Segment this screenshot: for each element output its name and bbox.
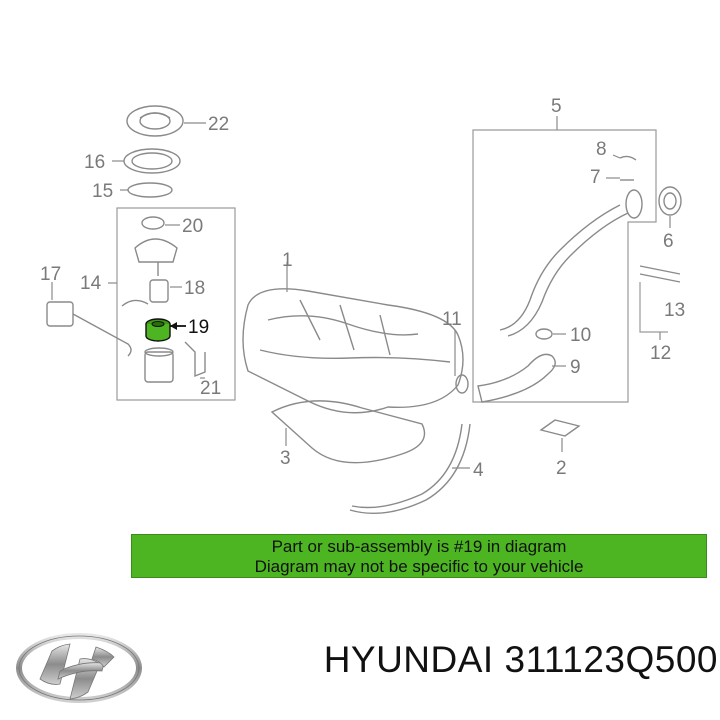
highlight-banner: Part or sub-assembly is #19 in diagram D… (131, 534, 707, 578)
callout-9: 9 (570, 357, 581, 378)
banner-line-2: Diagram may not be specific to your vehi… (254, 557, 584, 576)
callout-3: 3 (280, 448, 291, 469)
hyundai-logo (16, 633, 142, 703)
banner-line-1: Part or sub-assembly is #19 in diagram (271, 537, 567, 556)
callout-11: 11 (442, 309, 462, 330)
part-19-highlight (145, 318, 186, 342)
callout-16: 16 (84, 152, 105, 173)
callout-21: 21 (200, 378, 221, 399)
callout-14: 14 (80, 273, 102, 294)
callout-22: 22 (208, 114, 229, 135)
callout-19: 19 (188, 317, 209, 338)
callout-10: 10 (570, 325, 591, 346)
callout-4: 4 (473, 460, 484, 481)
callout-2: 2 (556, 458, 567, 479)
callout-13: 13 (664, 300, 685, 321)
callout-6: 6 (663, 231, 674, 252)
callout-12: 12 (650, 343, 671, 364)
filler-neck-group (472, 116, 682, 452)
brand-part-label: HYUNDAI 311123Q500 (318, 638, 718, 682)
pump-module-group (46, 105, 236, 401)
callout-15: 15 (92, 181, 113, 202)
callout-5: 5 (551, 96, 562, 117)
brand-name: HYUNDAI (323, 639, 494, 680)
callout-8: 8 (596, 139, 607, 160)
callout-17: 17 (40, 264, 61, 285)
callout-18: 18 (184, 278, 205, 299)
callout-20: 20 (182, 216, 203, 237)
callout-7: 7 (590, 167, 601, 188)
callout-1: 1 (282, 250, 293, 271)
part-number: 311123Q500 (504, 639, 718, 680)
fuel-tank-group (242, 262, 471, 515)
